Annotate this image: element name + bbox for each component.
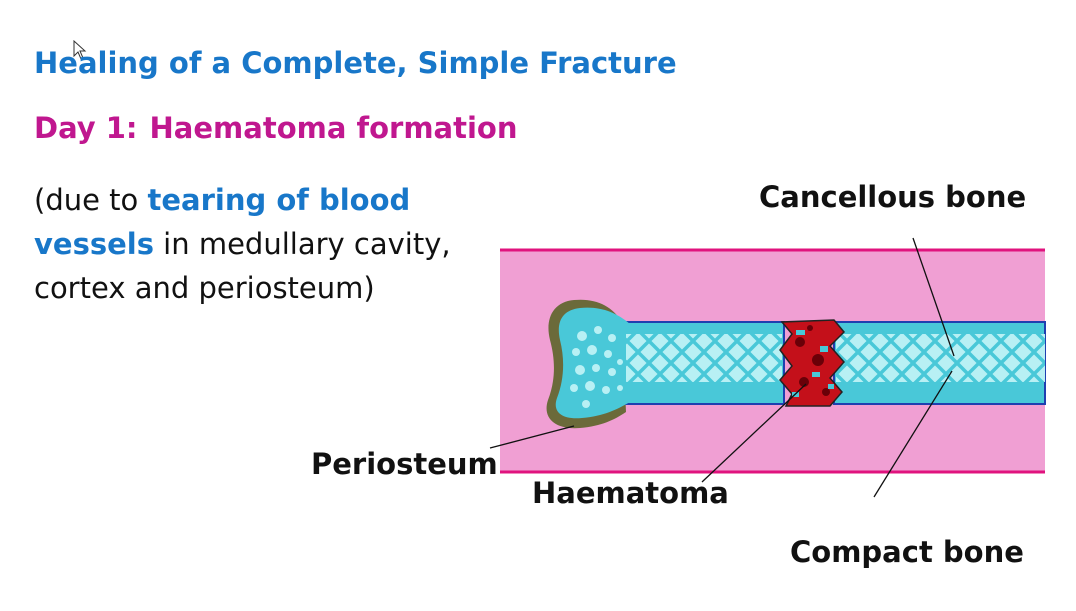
mouse-pointer-icon bbox=[73, 40, 87, 60]
description-line-2: vessels in medullary cavity, bbox=[34, 222, 504, 266]
label-compact-bone: Compact bone bbox=[790, 535, 1024, 569]
description-text: (due to bbox=[34, 183, 148, 217]
label-haematoma: Haematoma bbox=[532, 476, 729, 510]
label-cancellous-bone: Cancellous bone bbox=[759, 180, 1027, 214]
description-emphasis: tearing of blood bbox=[147, 183, 411, 217]
description-emphasis: vessels bbox=[34, 227, 154, 261]
stage-label: Haematoma formation bbox=[149, 111, 518, 145]
cancellous-spongy-end bbox=[570, 326, 623, 408]
leader-cancellous bbox=[912, 237, 955, 357]
label-periosteum: Periosteum bbox=[311, 447, 498, 481]
description-line-1: (due to tearing of blood bbox=[34, 178, 504, 222]
leader-haematoma bbox=[701, 383, 807, 483]
leader-lines bbox=[489, 237, 955, 498]
leader-compact bbox=[873, 370, 953, 498]
description-line-3: cortex and periosteum) bbox=[34, 271, 375, 305]
leader-periosteum bbox=[489, 425, 575, 449]
day-label: Day 1: bbox=[34, 111, 138, 145]
description-text: in medullary cavity, bbox=[153, 227, 451, 261]
slide-subtitle: Day 1: Haematoma formation bbox=[34, 111, 518, 145]
cancellous-lattice-left bbox=[626, 334, 782, 382]
slide-title: Healing of a Complete, Simple Fracture bbox=[34, 46, 677, 80]
haematoma-clots bbox=[795, 325, 830, 396]
cancellous-lattice-right bbox=[836, 334, 1045, 382]
description: (due to tearing of blood vessels in medu… bbox=[34, 178, 504, 310]
